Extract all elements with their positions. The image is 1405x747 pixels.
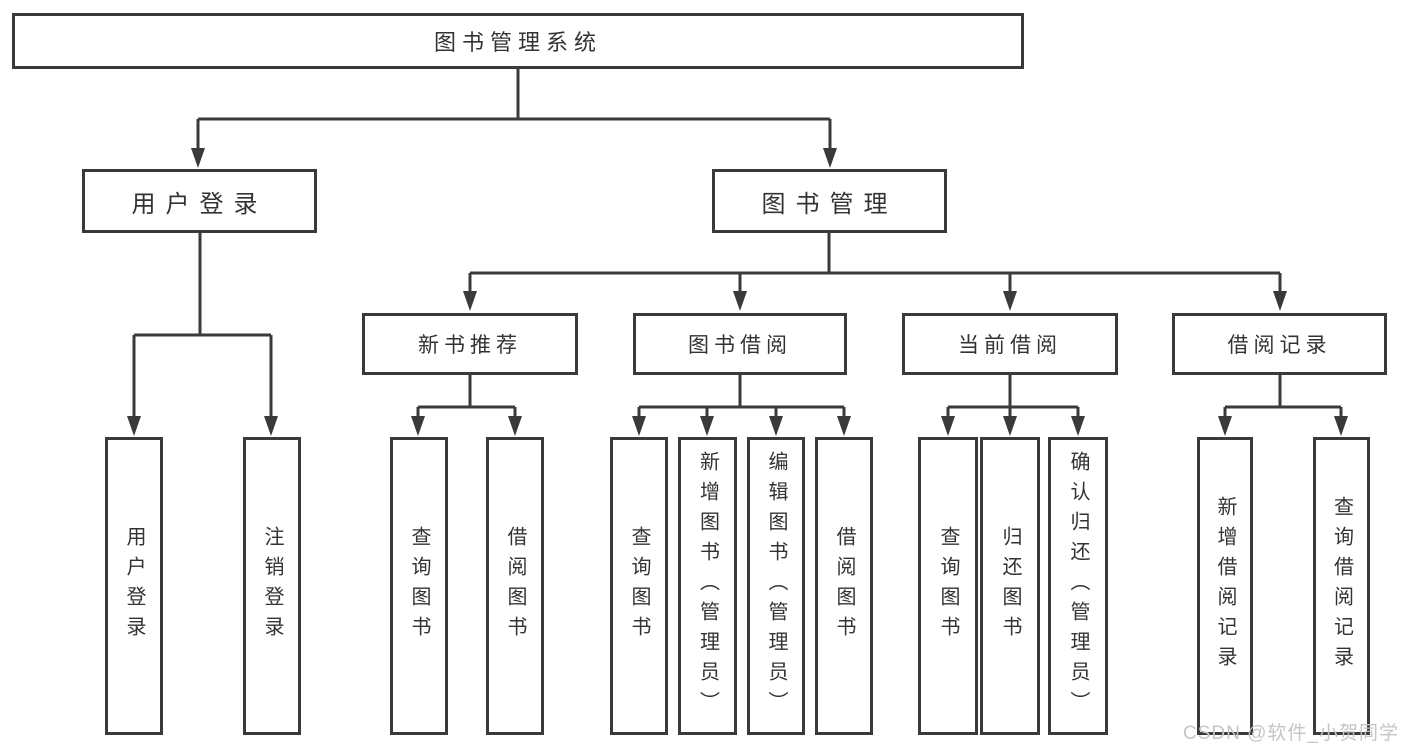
- node-current-borrowing: 当前借阅: [902, 313, 1118, 375]
- node-book-borrowing-label: 图书借阅: [688, 334, 792, 357]
- leaf-logout-label: 注销登录: [261, 526, 283, 646]
- leaf-current-query-books-label: 查询图书: [937, 526, 959, 646]
- leaf-return-books: 归还图书: [980, 437, 1040, 735]
- leaf-edit-books-admin: 编辑图书（管理员）: [747, 437, 805, 735]
- watermark: CSDN @软件_小贺同学: [1183, 718, 1399, 745]
- leaf-edit-books-admin-label: 编辑图书（管理员）: [765, 451, 787, 721]
- leaf-add-borrow-record-label: 新增借阅记录: [1214, 496, 1236, 676]
- leaf-recommend-query-books: 查询图书: [390, 437, 448, 735]
- leaf-add-books-admin: 新增图书（管理员）: [678, 437, 737, 735]
- leaf-borrowing-query-books: 查询图书: [610, 437, 668, 735]
- leaf-recommend-query-books-label: 查询图书: [408, 526, 430, 646]
- leaf-add-borrow-record: 新增借阅记录: [1197, 437, 1253, 735]
- node-new-book-recommend-label: 新书推荐: [418, 334, 522, 357]
- leaf-confirm-return-admin: 确认归还（管理员）: [1048, 437, 1108, 735]
- node-book-borrowing: 图书借阅: [633, 313, 847, 375]
- node-borrow-records: 借阅记录: [1172, 313, 1387, 375]
- node-book-management-label: 图书管理: [761, 190, 898, 218]
- leaf-current-query-books: 查询图书: [918, 437, 978, 735]
- node-current-borrowing-label: 当前借阅: [958, 334, 1062, 357]
- leaf-return-books-label: 归还图书: [999, 526, 1021, 646]
- leaf-borrowing-query-books-label: 查询图书: [628, 526, 650, 646]
- node-root-system: 图书管理系统: [12, 13, 1024, 69]
- leaf-user-login-label: 用户登录: [123, 526, 145, 646]
- leaf-user-login: 用户登录: [105, 437, 163, 735]
- leaf-query-borrow-record-label: 查询借阅记录: [1330, 496, 1353, 676]
- node-root-label: 图书管理系统: [433, 30, 602, 55]
- leaf-recommend-borrow-books: 借阅图书: [486, 437, 544, 735]
- node-user-login-label: 用户登录: [131, 190, 268, 218]
- watermark-text: CSDN @软件_小贺同学: [1183, 723, 1399, 744]
- leaf-logout: 注销登录: [243, 437, 301, 735]
- node-book-management: 图书管理: [712, 169, 947, 233]
- leaf-confirm-return-admin-label: 确认归还（管理员）: [1067, 451, 1089, 721]
- leaf-borrowing-borrow-books: 借阅图书: [815, 437, 873, 735]
- leaf-query-borrow-record: 查询借阅记录: [1313, 437, 1370, 735]
- leaf-add-books-admin-label: 新增图书（管理员）: [696, 451, 719, 721]
- node-user-login: 用户登录: [82, 169, 317, 233]
- leaf-borrowing-borrow-books-label: 借阅图书: [833, 526, 855, 646]
- leaf-recommend-borrow-books-label: 借阅图书: [504, 526, 526, 646]
- node-new-book-recommend: 新书推荐: [362, 313, 578, 375]
- arrowheads: [127, 148, 1348, 436]
- node-borrow-records-label: 借阅记录: [1227, 334, 1332, 357]
